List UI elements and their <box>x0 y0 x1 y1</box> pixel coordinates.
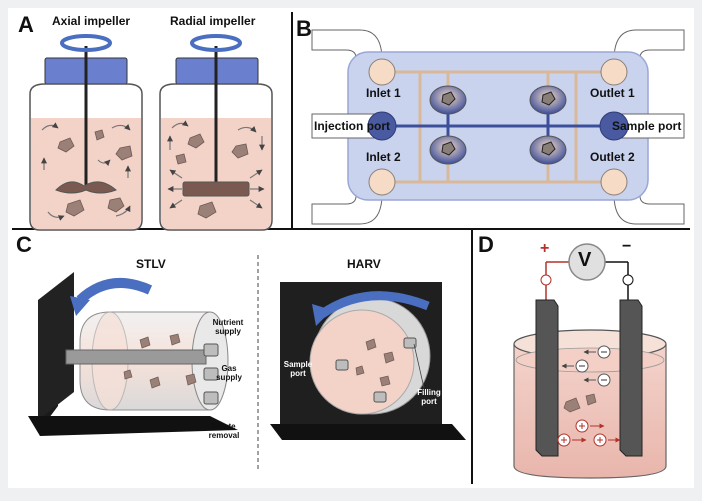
injection-port-well <box>367 111 397 141</box>
harv-filling-port-top <box>403 337 417 349</box>
axial-cell-aggregates <box>57 129 133 217</box>
cell-aggregates-d <box>563 393 597 413</box>
harv-rotation-band <box>319 291 430 318</box>
anode-terminal-icon <box>540 274 552 286</box>
injection-port-label: Injection port <box>314 119 390 133</box>
voltmeter-label: V <box>578 249 592 271</box>
electrophoresis-cell <box>513 243 667 479</box>
voltmeter-icon <box>568 243 606 281</box>
radial-impeller-title: Radial impeller <box>170 14 256 28</box>
cathode-terminal-icon <box>622 274 634 286</box>
outlet-2-label: Outlet 2 <box>590 150 635 164</box>
harv-filling-port-label: Filling port <box>417 388 441 406</box>
harv-sample-port-label: Sample port <box>283 360 313 378</box>
panel-label-c: C <box>16 232 32 257</box>
radial-flow-arrows <box>167 120 265 209</box>
stlv-rotation-arrowhead <box>70 296 90 316</box>
stlv-title: STLV <box>136 257 166 271</box>
outlet-1-label: Outlet 1 <box>590 86 635 100</box>
axial-flow-arrows <box>41 122 131 221</box>
filling-port-leader <box>413 343 425 389</box>
inlet-1-label: Inlet 1 <box>366 86 401 100</box>
cathode-electrode <box>619 299 643 457</box>
axial-bioreactor <box>29 34 143 231</box>
sample-port-well <box>599 111 629 141</box>
sample-port-label: Sample port <box>612 119 682 133</box>
harv-rotation-arrowhead <box>312 304 332 326</box>
stlv-base <box>28 416 238 436</box>
stlv-ports <box>203 343 219 405</box>
radial-cell-aggregates <box>175 133 249 219</box>
harv-sample-port <box>335 359 349 371</box>
panel-label-b: B <box>296 16 312 41</box>
gas-supply-label: Gas supply <box>216 364 242 382</box>
stlv-rotation-band <box>76 278 153 304</box>
axial-rotation-icon <box>60 34 112 52</box>
nutrient-supply-label: Nutrient supply <box>212 318 244 336</box>
radial-rotation-icon <box>190 34 242 52</box>
harv-device <box>270 282 466 440</box>
negative-sign: − <box>622 238 632 255</box>
inlet-2-label: Inlet 2 <box>366 150 401 164</box>
stlv-aggregates <box>123 333 197 389</box>
anode-electrode <box>535 299 559 457</box>
port-wells <box>368 58 628 196</box>
harv-base <box>270 424 466 440</box>
harv-filling-port-bottom <box>373 391 387 403</box>
positive-sign: + <box>540 240 550 257</box>
harv-aggregates <box>355 338 395 387</box>
axial-impeller-blades <box>55 181 117 194</box>
waste-removal-label: Waste removal <box>208 422 240 440</box>
radial-bioreactor <box>159 34 273 231</box>
harv-inner-disc <box>309 309 415 415</box>
stlv-stand <box>38 272 74 420</box>
stlv-device <box>28 272 238 436</box>
radial-impeller-blade <box>182 181 250 197</box>
chip-aggregates <box>441 91 556 156</box>
anions <box>561 345 611 387</box>
stlv-axle <box>65 349 207 365</box>
harv-title: HARV <box>347 257 381 271</box>
panel-label-a: A <box>18 12 34 37</box>
cations <box>557 419 621 447</box>
axial-impeller-title: Axial impeller <box>52 14 131 28</box>
microfluidic-chip <box>311 29 685 225</box>
panel-label-d: D <box>478 232 494 257</box>
